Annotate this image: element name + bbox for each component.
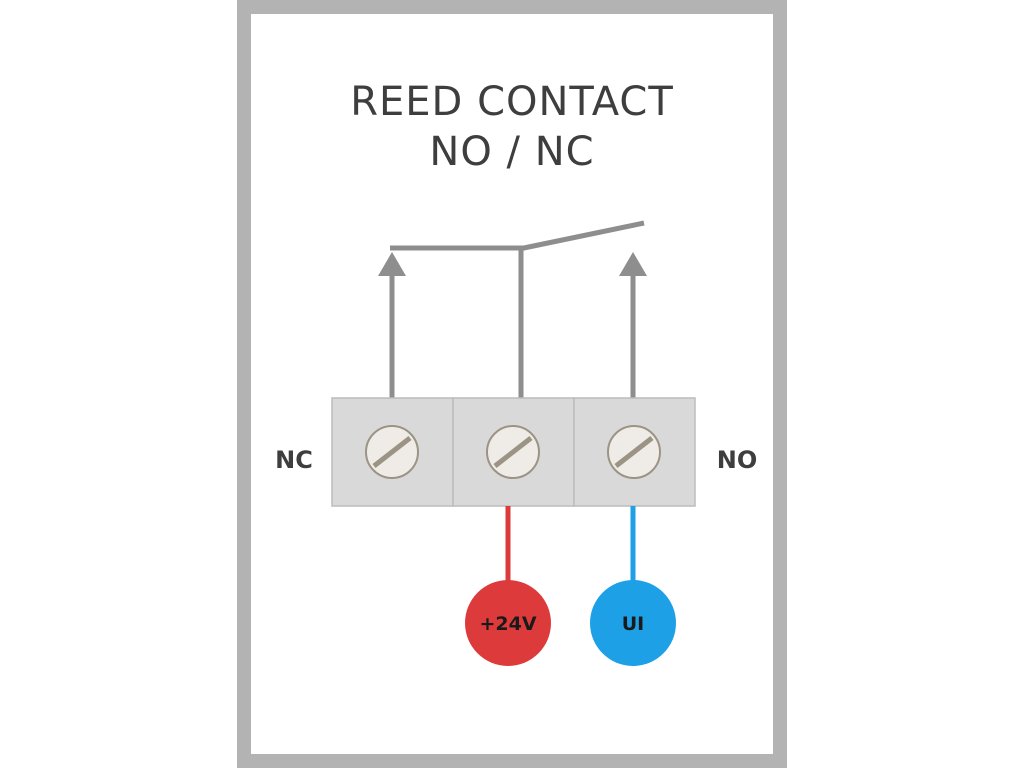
power-node xyxy=(465,580,551,666)
power-node-label: +24V xyxy=(479,613,536,635)
nc-label: NC xyxy=(275,446,313,474)
switch-lever xyxy=(518,220,645,252)
input-node xyxy=(590,580,676,666)
title-line-2: NO / NC xyxy=(429,129,594,175)
screw-icon xyxy=(486,425,540,479)
title-line-1: REED CONTACT xyxy=(350,79,674,125)
arrow-up-icon xyxy=(619,252,647,276)
screw-icon xyxy=(365,425,419,479)
no-label: NO xyxy=(717,446,758,474)
screw-icon xyxy=(607,425,661,479)
switch-wiring xyxy=(389,220,645,398)
input-node-label: UI xyxy=(622,613,645,635)
arrow-up-icon xyxy=(378,252,406,276)
